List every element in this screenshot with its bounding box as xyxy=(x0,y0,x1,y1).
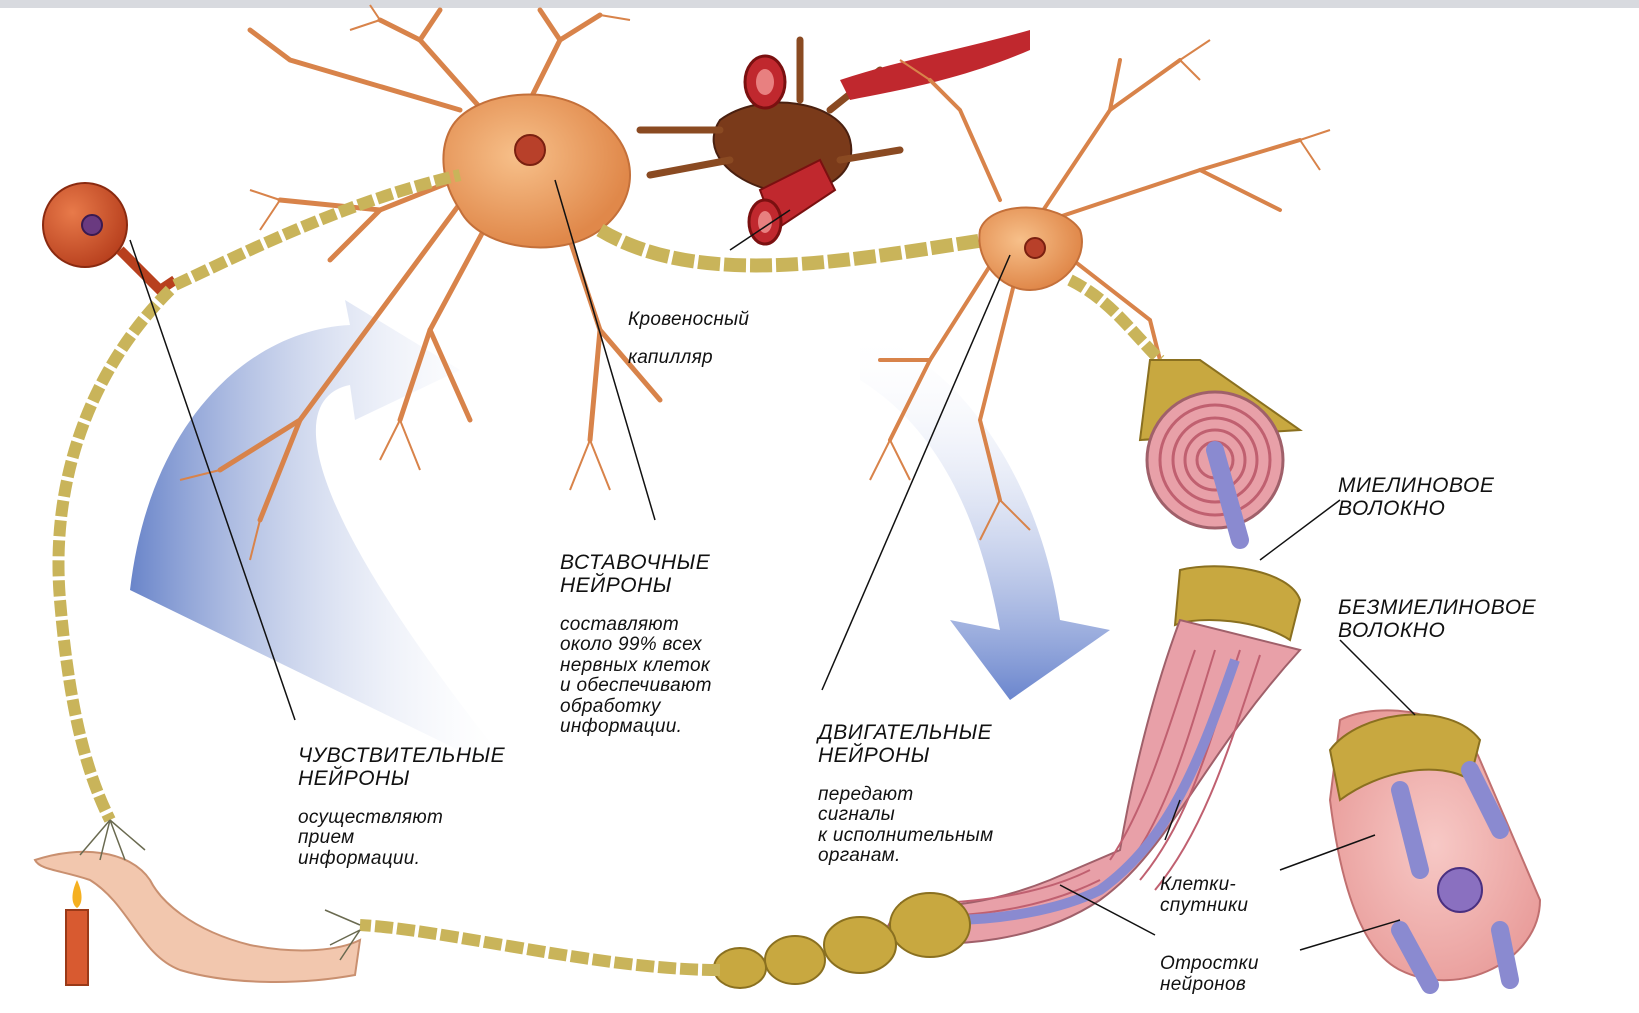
arrow-left-icon xyxy=(130,300,520,780)
label-interneurons: ВСТАВОЧНЫЕ НЕЙРОНЫ составляют около 99% … xyxy=(560,535,712,755)
flame-icon xyxy=(72,880,81,908)
interneuron-nucleus xyxy=(515,135,545,165)
interneurons-desc: составляют около 99% всех нервных клеток… xyxy=(560,615,712,738)
capillary-lumen-top xyxy=(756,69,774,95)
motor-peripheral-axon xyxy=(360,925,720,970)
capillary-desc: капилляр xyxy=(628,348,749,369)
sensory-neuron-stem xyxy=(120,250,175,290)
label-sensory: ЧУВСТВИТЕЛЬНЫЕ НЕЙРОНЫ осуществляют прие… xyxy=(298,728,505,887)
myelin-segments xyxy=(714,893,970,988)
satellite-title: Клетки- спутники xyxy=(1160,875,1248,916)
label-unmyelinated: БЕЗМИЕЛИНОВОЕ ВОЛОКНО xyxy=(1338,580,1536,660)
blood-vessel-top xyxy=(840,30,1030,100)
myelinated-title: МИЕЛИНОВОЕ ВОЛОКНО xyxy=(1338,475,1494,520)
processes-title: Отростки нейронов xyxy=(1160,954,1259,995)
sensory-neuron-nucleus xyxy=(82,215,102,235)
label-capillary: Кровеносный капилляр xyxy=(628,293,749,386)
motor-neuron-nucleus xyxy=(1025,238,1045,258)
motor-desc: передают сигналы к исполнительным органа… xyxy=(818,785,993,867)
label-processes: Отростки нейронов xyxy=(1160,937,1259,1013)
label-satellite: Клетки- спутники xyxy=(1160,858,1248,934)
sensory-title: ЧУВСТВИТЕЛЬНЫЕ НЕЙРОНЫ xyxy=(298,745,505,790)
satellite-nucleus xyxy=(1438,868,1482,912)
top-border xyxy=(0,0,1639,8)
sensory-central-axon xyxy=(175,175,460,285)
unmyelinated-title: БЕЗМИЕЛИНОВОЕ ВОЛОКНО xyxy=(1338,597,1536,642)
sensory-desc: осуществляют прием информации. xyxy=(298,808,505,870)
capillary-title: Кровеносный xyxy=(628,310,749,331)
interneurons-title: ВСТАВОЧНЫЕ НЕЙРОНЫ xyxy=(560,552,712,597)
label-myelinated: МИЕЛИНОВОЕ ВОЛОКНО xyxy=(1338,458,1494,538)
label-motor: ДВИГАТЕЛЬНЫЕ НЕЙРОНЫ передают сигналы к … xyxy=(818,705,993,884)
candle-icon xyxy=(66,910,88,985)
motor-title: ДВИГАТЕЛЬНЫЕ НЕЙРОНЫ xyxy=(818,722,993,767)
interneuron-body xyxy=(443,95,630,248)
interneuron-axon xyxy=(600,230,985,265)
